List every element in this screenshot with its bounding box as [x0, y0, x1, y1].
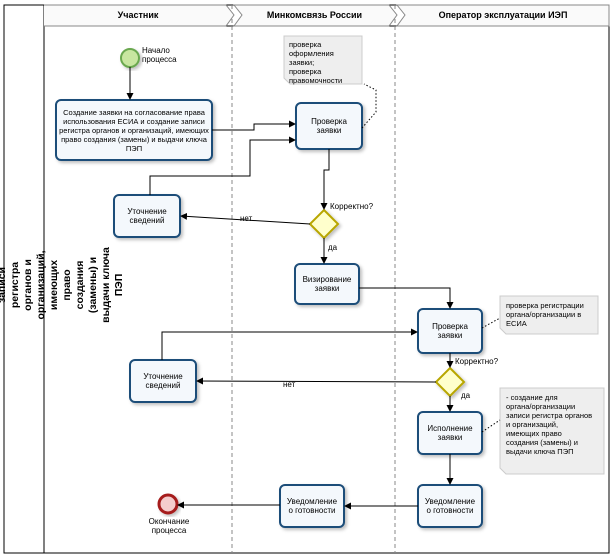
task-execute[interactable]: Исполнение заявки [427, 423, 473, 443]
task-clarify-1[interactable]: Уточнение сведений [127, 206, 167, 226]
lane-title-operator: Оператор эксплуатации ИЭП [438, 10, 568, 20]
note-3-text: - создание для органа/организации записи… [506, 393, 593, 456]
task-clarify-1-box [113, 194, 181, 238]
flow-clarify-2-to-check-2 [161, 328, 418, 360]
lane-title-participant: Участник [117, 10, 159, 20]
note-1-text: проверка оформления заявки; проверка пра… [289, 40, 343, 85]
lane-header-chevron-2 [232, 4, 398, 27]
flow-gateway-1-no [180, 212, 311, 225]
lane-title-ministry: Минкомсвязь России [266, 10, 363, 20]
task-clarify-2-box [129, 359, 197, 403]
gateway-1-yes-label: да [328, 243, 338, 252]
flow-approve-to-check-2 [359, 287, 454, 309]
flow-create-to-check-1 [212, 120, 296, 131]
flow-check-1-to-gateway-1 [320, 149, 330, 210]
lane-header-chevron-1 [44, 4, 235, 27]
task-check-1[interactable]: Проверка заявки [311, 116, 347, 136]
gateway-2-yes-label: да [461, 391, 471, 400]
task-notify-ministry[interactable]: Уведомление о готовности [286, 496, 338, 516]
task-check-2[interactable]: Проверка заявки [432, 321, 468, 341]
note-2-text: проверка регистрации органа/организации … [506, 301, 584, 328]
lane-header-chevron-3 [395, 4, 610, 27]
task-approve[interactable]: Визирование заявки [302, 274, 352, 294]
task-clarify-2[interactable]: Уточнение сведений [143, 371, 183, 391]
flow-gateway-2-no [196, 377, 437, 385]
gateway-2-no-label: нет [283, 380, 296, 389]
task-approve-box [294, 263, 360, 305]
start-event-label: Начало процесса [142, 46, 177, 64]
gateway-2-question: Корректно? [455, 357, 499, 366]
end-event [157, 493, 179, 515]
end-event-label: Окончание процесса [148, 517, 190, 535]
association-note-1 [361, 83, 377, 129]
flow-clarify-1-to-check-1 [149, 136, 296, 195]
task-notify-operator[interactable]: Уведомление о готовности [424, 496, 476, 516]
start-event [120, 48, 140, 68]
note-1-shape [283, 35, 363, 85]
note-3-shape [499, 387, 605, 475]
gateway-1-no-label: нет [240, 214, 253, 223]
gateway-1-question: Корректно? [330, 202, 374, 211]
pool-title-text: Процесс согласования права использования… [0, 247, 125, 323]
task-create-request[interactable]: Создание заявки на согласование права ис… [59, 107, 209, 153]
note-2-shape [499, 295, 599, 335]
association-note-3 [481, 419, 501, 433]
pool-title: Процесс согласования права использования… [0, 20, 125, 550]
